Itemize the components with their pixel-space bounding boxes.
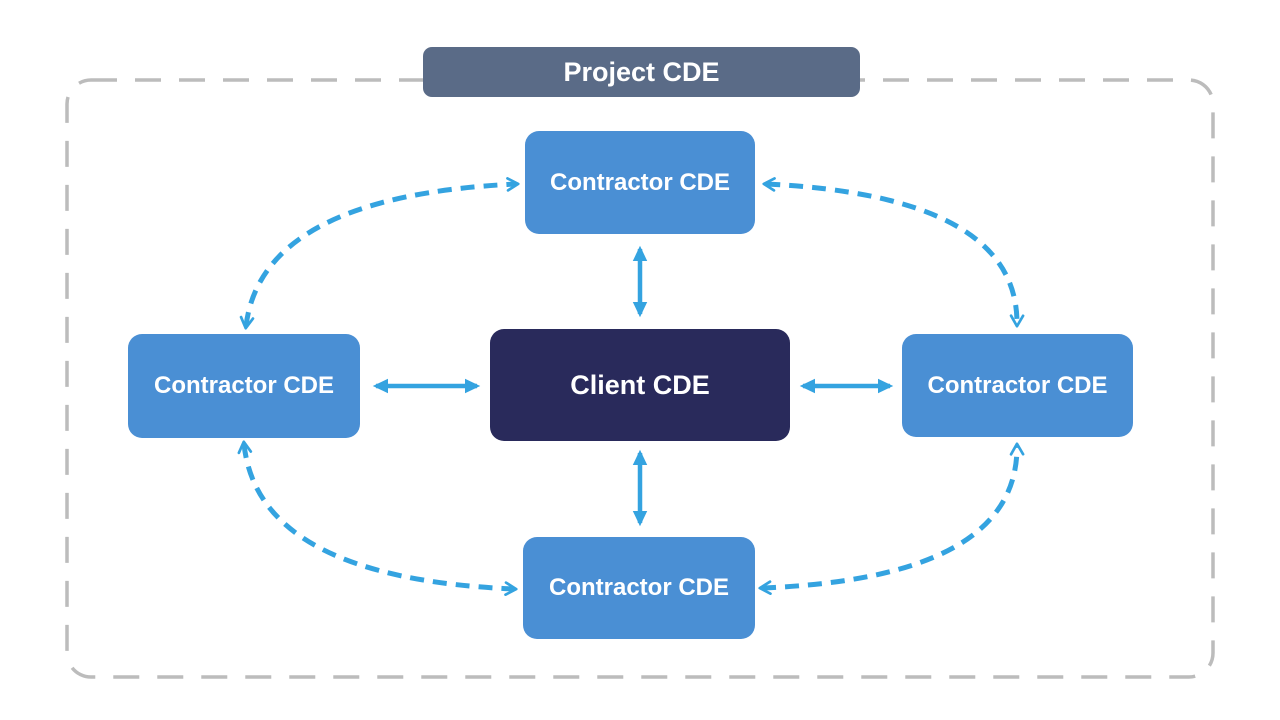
edge-contractor-left-top bbox=[239, 177, 520, 330]
node-contractor-cde-left: Contractor CDE bbox=[128, 334, 360, 438]
node-client-cde: Client CDE bbox=[490, 329, 790, 441]
edge-contractor-top-right bbox=[762, 177, 1025, 328]
edge-contractor-bottom-right bbox=[758, 442, 1025, 596]
node-contractor-cde-right: Contractor CDE bbox=[902, 334, 1133, 437]
node-contractor-right-label: Contractor CDE bbox=[927, 371, 1108, 399]
node-contractor-cde-bottom: Contractor CDE bbox=[523, 537, 755, 639]
project-cde-title: Project CDE bbox=[423, 47, 860, 97]
node-contractor-bottom-label: Contractor CDE bbox=[548, 574, 729, 601]
edge-contractor-left-bottom bbox=[237, 440, 518, 596]
node-contractor-cde-top: Contractor CDE bbox=[525, 131, 755, 234]
project-cde-title-label: Project CDE bbox=[563, 56, 720, 87]
node-client-label: Client CDE bbox=[570, 369, 710, 400]
node-contractor-left-label: Contractor CDE bbox=[153, 372, 334, 399]
node-contractor-top-label: Contractor CDE bbox=[549, 168, 730, 196]
